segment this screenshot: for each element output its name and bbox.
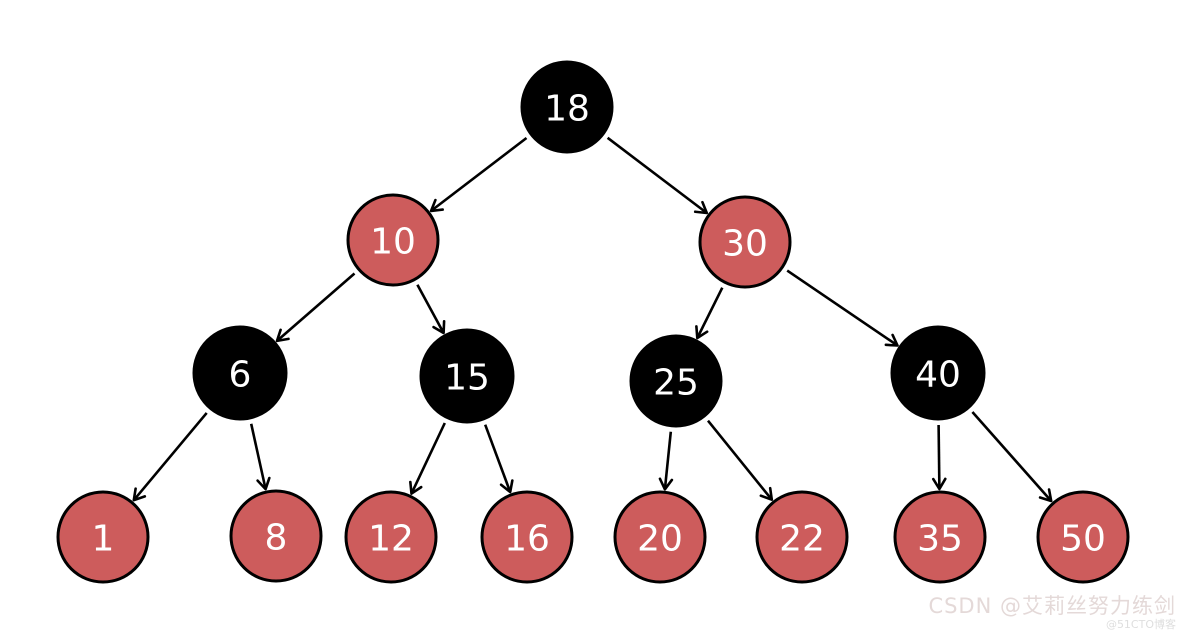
tree-node-label: 8 [265, 518, 288, 559]
tree-edge-15-16 [483, 424, 514, 494]
tree-node-label: 1 [92, 519, 115, 560]
tree-node-label: 15 [444, 358, 490, 399]
tree-edge-15-12 [409, 422, 446, 495]
tree-node-label: 25 [653, 363, 699, 404]
tree-edge-18-30 [606, 136, 709, 215]
tree-edge-18-10 [429, 136, 528, 213]
tree-edges [132, 136, 1053, 503]
tree-node-12: 12 [344, 490, 438, 584]
tree-node-circle-red [480, 490, 574, 584]
tree-edge-30-40 [786, 269, 899, 347]
tree-node-10: 10 [346, 193, 440, 287]
tree-node-circle-red [755, 490, 849, 584]
tree-node-label: 40 [915, 355, 961, 396]
tree-node-22: 22 [755, 490, 849, 584]
tree-node-6: 6 [192, 325, 288, 421]
tree-node-circle-red [1036, 490, 1130, 584]
tree-node-label: 35 [917, 519, 963, 560]
tree-node-30: 30 [698, 195, 792, 289]
tree-node-circle-red [346, 193, 440, 287]
tree-edge-10-15 [416, 284, 446, 335]
tree-edge-40-35 [931, 424, 947, 491]
tree-node-15: 15 [419, 328, 515, 424]
tree-node-25: 25 [629, 334, 723, 428]
tree-node-circle-black [419, 328, 515, 424]
tree-node-label: 50 [1060, 519, 1106, 560]
tree-node-label: 22 [779, 519, 825, 560]
tree-node-circle-red [698, 195, 792, 289]
tree-node-20: 20 [613, 490, 707, 584]
tree-edge-10-6 [275, 272, 356, 343]
tree-node-16: 16 [480, 490, 574, 584]
tree-node-circle-red [56, 490, 150, 584]
tree-node-50: 50 [1036, 490, 1130, 584]
tree-node-circle-red [344, 490, 438, 584]
tree-edge-6-8 [249, 423, 271, 491]
tree-node-label: 18 [544, 89, 590, 130]
tree-edge-30-25 [695, 287, 724, 340]
tree-node-label: 10 [370, 222, 416, 263]
tree-edge-25-20 [658, 431, 674, 491]
tree-node-8: 8 [229, 489, 323, 583]
tree-node-circle-red [613, 490, 707, 584]
tree-node-label: 16 [504, 519, 550, 560]
tree-node-label: 20 [637, 519, 683, 560]
tree-node-1: 1 [56, 490, 150, 584]
tree-edge-6-1 [132, 412, 208, 502]
tree-node-35: 35 [893, 490, 987, 584]
tree-node-circle-black [192, 325, 288, 421]
tree-edge-25-22 [706, 419, 774, 502]
tree-node-circle-red [893, 490, 987, 584]
tree-node-label: 30 [722, 224, 768, 265]
tree-node-18: 18 [520, 60, 614, 154]
tree-node-circle-red [229, 489, 323, 583]
tree-node-label: 12 [368, 519, 414, 560]
tree-node-circle-black [520, 60, 614, 154]
tree-node-circle-black [629, 334, 723, 428]
tree-edge-40-50 [971, 411, 1053, 503]
tree-node-label: 6 [229, 355, 252, 396]
tree-node-40: 40 [890, 325, 986, 421]
tree-node-circle-black [890, 325, 986, 421]
